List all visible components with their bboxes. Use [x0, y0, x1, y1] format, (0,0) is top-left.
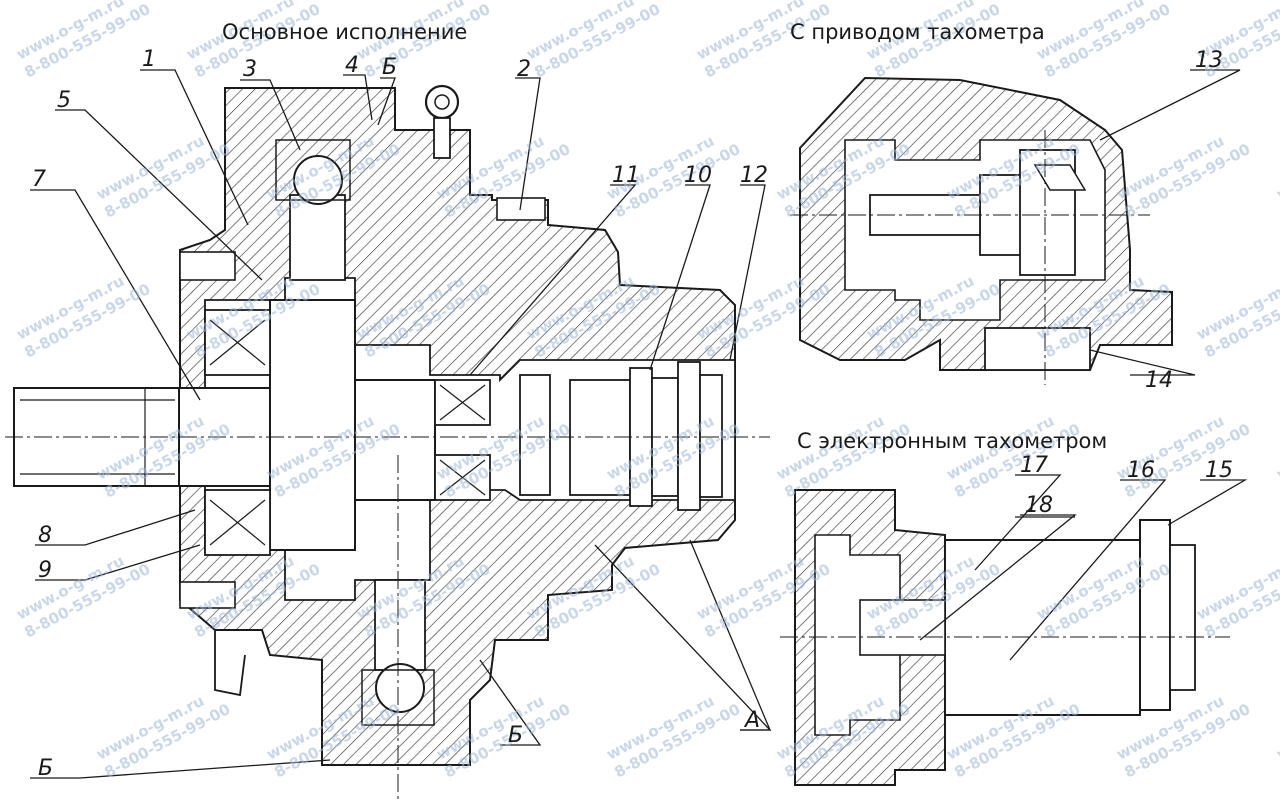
crankshaft-eccentric — [354, 379, 436, 501]
leader-5 — [55, 109, 263, 281]
callout-11: 11 — [612, 163, 640, 188]
lower-piston — [361, 579, 435, 726]
title-electronic: С электронным тахометром — [797, 429, 1107, 453]
leader-15 — [1167, 479, 1248, 526]
tacho-drive-view — [790, 76, 1173, 385]
front-bearing — [204, 309, 271, 556]
callout-4: 4 — [345, 53, 359, 78]
leader-11 — [469, 184, 637, 376]
sensor-connector — [1169, 544, 1196, 691]
leader-18 — [919, 514, 1077, 641]
leader-lines — [30, 69, 1248, 779]
tacho-base — [984, 327, 1091, 371]
leader-7 — [30, 189, 201, 401]
leader-6c — [30, 759, 331, 779]
sensor-probe — [859, 599, 946, 656]
flange-bolt — [496, 197, 546, 221]
title-tacho-drive: С приводом тахометра — [790, 20, 1045, 44]
electronic-view — [780, 489, 1230, 786]
callout-5: 5 — [57, 88, 71, 113]
distributor-valve — [519, 361, 723, 511]
callout-14: 14 — [1145, 368, 1173, 393]
electronic-cavity — [814, 534, 901, 736]
watermark-site: www.o-g-m.ru — [1273, 692, 1280, 764]
callout-8: 8 — [38, 523, 52, 548]
callout-1: 1 — [142, 47, 156, 72]
leader-17 — [974, 474, 1062, 571]
callout-18: 18 — [1025, 493, 1053, 518]
callout-6b: Б — [508, 723, 523, 748]
leader-14 — [1089, 349, 1196, 376]
callout-13: 13 — [1195, 48, 1223, 73]
main-view — [5, 84, 770, 800]
callout-9: 9 — [38, 558, 52, 583]
upper-piston — [275, 139, 351, 281]
callout-12: 12 — [740, 163, 768, 188]
leader-A2 — [594, 544, 772, 731]
lifting-eye — [424, 84, 460, 159]
leader-16 — [1009, 479, 1167, 661]
sensor-cap — [1139, 519, 1171, 711]
callout-15: 15 — [1205, 458, 1233, 483]
callout-3: 3 — [243, 57, 257, 82]
front-bolt — [179, 581, 236, 609]
front-bolt — [179, 251, 236, 281]
rear-bearing — [434, 379, 491, 501]
sensor-body — [944, 539, 1141, 716]
watermark-site: www.o-g-m.ru — [1273, 132, 1280, 204]
leader-6a — [377, 77, 396, 126]
title-main: Основное исполнение — [222, 20, 467, 44]
callout-2: 2 — [517, 57, 531, 82]
leader-10 — [649, 184, 711, 371]
callout-16: 16 — [1127, 458, 1155, 483]
leader-3 — [240, 79, 301, 151]
cylinder-block — [269, 299, 356, 551]
callout-10: 10 — [684, 163, 712, 188]
leader-2 — [515, 77, 541, 211]
leader-4 — [343, 74, 373, 121]
callout-6a: Б — [382, 55, 397, 80]
callout-6c: Б — [38, 756, 53, 781]
mounting-lug — [214, 630, 246, 697]
watermark-site: www.o-g-m.ru — [1273, 412, 1280, 484]
leader-9 — [35, 544, 201, 581]
leader-1 — [140, 69, 249, 226]
leader-13 — [1099, 69, 1241, 141]
leader-6b — [479, 659, 542, 746]
callout-7: 7 — [32, 167, 46, 192]
leader-8 — [35, 509, 196, 546]
leader-12 — [729, 184, 766, 361]
callout-A: А — [743, 708, 760, 733]
callout-17: 17 — [1020, 453, 1048, 478]
